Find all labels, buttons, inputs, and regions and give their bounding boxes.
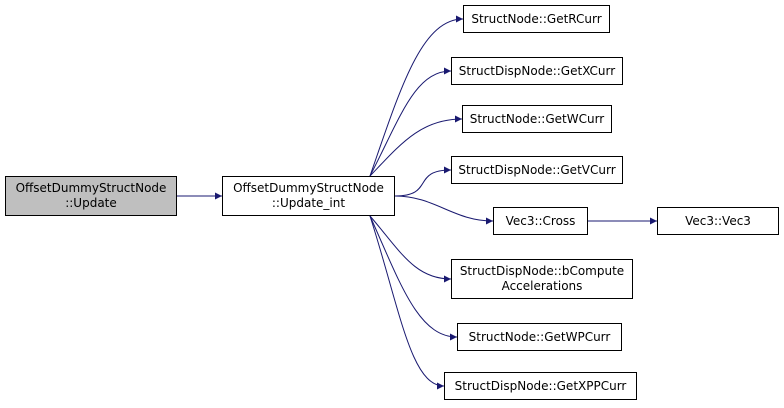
edge-update-to-cross <box>394 195 494 225</box>
node-label-line: Vec3::Vec3 <box>685 213 751 228</box>
node-label-line: Vec3::Cross <box>505 213 576 228</box>
node-label-line: Accelerations <box>501 279 583 293</box>
edge-update-to-getx <box>369 67 452 177</box>
node-label-line: StructDispNode::GetVCurr <box>458 162 616 177</box>
node-label-line: ::Update_int <box>271 196 346 210</box>
edge-update-to-getwp <box>369 215 458 341</box>
node-structdispnode-getxppcurr[interactable]: StructDispNode::GetXPPCurr <box>444 372 637 400</box>
edge-update-to-getw <box>369 115 463 177</box>
node-label-line: StructDispNode::GetXPPCurr <box>454 378 627 393</box>
edge-update-to-bcomp <box>369 215 452 283</box>
node-offsetdummystructnode-update: OffsetDummyStructNode ::Update <box>5 176 177 216</box>
node-label-line: StructNode::GetWPCurr <box>468 329 611 344</box>
edge-update-to-getr <box>369 15 464 177</box>
node-structdispnode-bcomputeaccelerations[interactable]: StructDispNode::bCompute Accelerations <box>451 259 633 299</box>
node-label-line: StructDispNode::GetXCurr <box>458 63 616 78</box>
node-offsetdummystructnode-update-int[interactable]: OffsetDummyStructNode ::Update_int <box>222 176 395 216</box>
edge-update-to-getxpp <box>369 215 445 390</box>
node-structdispnode-getvcurr[interactable]: StructDispNode::GetVCurr <box>451 156 623 184</box>
node-label-line: StructNode::GetRCurr <box>471 11 602 26</box>
node-label-line: OffsetDummyStructNode <box>15 181 167 195</box>
node-label-line: ::Update <box>65 196 117 210</box>
node-label-line: StructNode::GetWCurr <box>469 111 605 126</box>
node-structnode-getwcurr[interactable]: StructNode::GetWCurr <box>462 105 612 133</box>
node-structnode-getrcurr[interactable]: StructNode::GetRCurr <box>463 5 610 33</box>
node-structdispnode-getxcurr[interactable]: StructDispNode::GetXCurr <box>451 57 623 85</box>
edge-update-to-getv <box>394 166 452 197</box>
node-vec3-cross[interactable]: Vec3::Cross <box>493 207 588 235</box>
node-label-line: OffsetDummyStructNode <box>233 181 384 195</box>
node-structnode-getwpcurr[interactable]: StructNode::GetWPCurr <box>457 323 622 351</box>
node-vec3-vec3[interactable]: Vec3::Vec3 <box>657 207 779 235</box>
node-label-line: StructDispNode::bCompute <box>459 264 625 278</box>
